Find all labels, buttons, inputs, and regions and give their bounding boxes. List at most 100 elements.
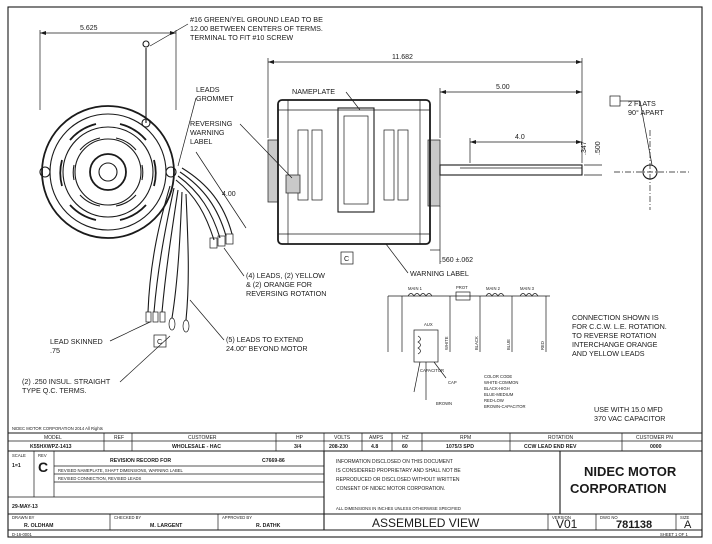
end-view-slot [59,159,63,187]
hdr-rotation: ROTATION [548,435,573,441]
warning-leader [385,243,409,274]
cap-top-label: CAPACITOR [420,368,444,373]
approved-by: R. DATHK [256,523,281,529]
mount-ear-left [39,166,51,178]
val-customer-pn: 0000 [650,444,662,450]
hdr-hp: HP [296,435,304,441]
flats-note-2: 90° APART [628,108,664,117]
lead-wire [177,175,221,239]
hdr-rpm: RPM [460,435,471,441]
end-view-slot [153,159,157,187]
lead-wire [175,179,215,241]
dim-arrow [576,90,582,94]
warning-label-note: WARNING LABEL [410,269,469,278]
end-bell-left [267,139,279,203]
company-line-1: NIDEC MOTOR [584,464,677,479]
end-view-outer-ring [41,105,175,239]
flats-leader [639,100,653,166]
version: V01 [556,517,578,531]
revision-record: REVISION RECORD FOR [110,458,171,464]
terms-note-1: (2) .250 INSUL. STRAIGHT [22,377,111,386]
wire-red-label: RED [540,341,545,350]
lead-skinned-leader [109,321,151,342]
marker-c1: C [344,254,349,263]
drawn-label: DRAWN BY [12,515,35,520]
main2-label: MAIN 2 [486,286,501,291]
lead-wire [179,171,227,237]
winding-main1 [407,293,433,297]
dim-shaft-dia-2: .500 [595,141,602,155]
nameplate-note: NAMEPLATE [292,87,335,96]
shaft-end-circle [642,164,658,180]
hdr-volts: VOLTS [334,435,351,441]
checked-by: M. LARGENT [150,523,183,529]
marker-c2-box [153,334,167,348]
lead-skinned-note-1: LEAD SKINNED [50,337,103,346]
nameplate-inner [343,115,369,205]
body-slot [311,129,323,201]
leads-yellow-note-1: (4) LEADS, (2) YELLOW [246,271,325,280]
val-hz: 60 [402,444,408,450]
val-rpm: 1075/3 SPD [446,444,474,450]
ground-lead-note-1: #16 GREEN/YEL GROUND LEAD TO BE [190,15,323,24]
hdr-customer: CUSTOMER [188,435,217,441]
lead-terminal [225,233,234,245]
version-label: VERSION [552,515,571,520]
end-view-slot [69,123,97,141]
capacitor-note-2: 370 VAC CAPACITOR [594,414,666,423]
lead-skinned-note-2: .75 [50,346,60,355]
dim-lead-length: 4.00 [222,191,236,198]
lead-terminal [209,237,218,249]
end-view-shaft [98,162,118,182]
revision-date: 29-MAY-13 [12,504,38,510]
copyright: NIDEC MOTOR CORPORATION 2014 All Rights [12,426,103,431]
cap-lead [433,361,447,379]
cap-bot-label: BROWN [436,401,452,406]
winding-main3 [519,293,539,297]
end-view-slot [115,137,137,151]
reversing-label-rect [285,174,301,194]
sheet-right: SHEET 1 OF 1 [660,532,689,537]
scale-label: SCALE [12,453,26,458]
leads-yellow-note-2: & (2) ORANGE FOR [246,280,312,289]
lead-wire [171,191,183,319]
prop-notice-4: CONSENT OF NIDEC MOTOR CORPORATION. [336,486,445,492]
end-view-ring-2 [49,113,167,231]
body-slot [383,129,395,201]
end-view-slot [115,194,137,207]
company-line-2: CORPORATION [570,481,667,496]
shaft-end-square [609,95,621,107]
drawing-title: ASSEMBLED VIEW [372,516,480,530]
scale-value: 1=1 [12,463,21,469]
leads-yellow-leader [223,247,245,277]
lead-wire [185,193,189,321]
dim-arrow [268,60,274,64]
winding-main2 [485,293,505,297]
hdr-amps: AMPS [369,435,384,441]
mount-ear-right [165,166,177,178]
end-view-slot [79,137,101,151]
hdr-hz: HZ [402,435,409,441]
terms-note-2: TYPE Q.C. TERMS. [22,386,87,395]
reversing-note-2: WARNING [190,128,225,137]
dim-arrow [440,90,446,94]
end-view-slot [141,164,144,181]
lead-terminal [159,311,166,323]
nameplate-leader [345,91,361,111]
winding-aux [417,335,421,355]
ground-lead-note-3: TERMINAL TO FIT #10 SCREW [190,33,293,42]
size-label: SIZE [680,515,690,520]
dim-arrow [40,31,46,35]
shaft [439,164,583,176]
val-customer: WHOLESALE - HAC [172,444,221,450]
aux-label: AUX [424,322,433,327]
reversing-note-1: REVERSING [190,119,233,128]
ground-leader [149,23,189,47]
approved-label: APPROVED BY [222,515,252,520]
wire-white-label: WHITE [444,336,449,350]
dim-overall-width: 5.625 [80,25,98,32]
reversing-leader [239,123,293,179]
leads-yellow-note-3: REVERSING ROTATION [246,289,326,298]
rev-label: REV [38,453,47,458]
color-code-blue: BLUE-MEDIUM [484,392,514,397]
